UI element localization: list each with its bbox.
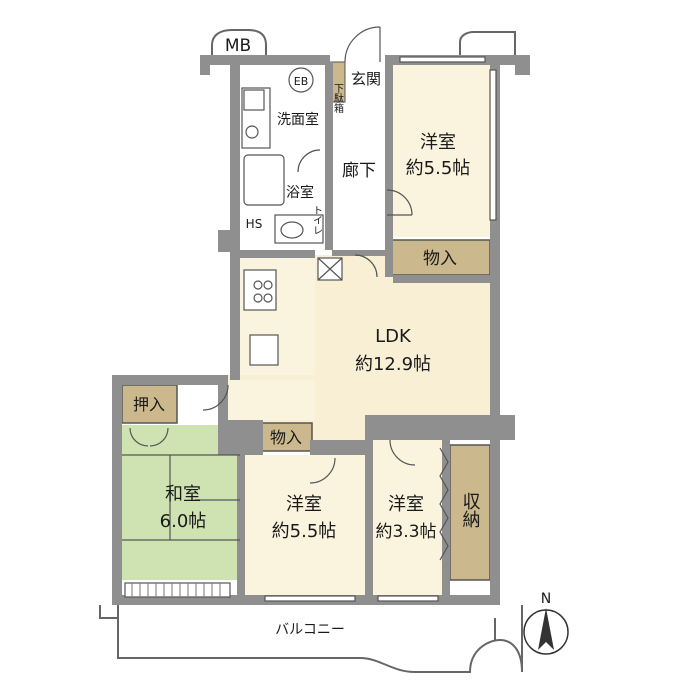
label-genkan: 玄関 [351, 70, 381, 88]
bathtub [243, 154, 285, 206]
label-yokushitsu: 浴室 [286, 184, 314, 201]
room-youshitsu-s-floor [245, 455, 365, 595]
label-rouka: 廊下 [342, 161, 376, 181]
fixtures [241, 67, 343, 366]
label-oshiire: 押入 [133, 395, 165, 414]
tatami-lines [122, 454, 240, 541]
label-getabako: 下駄箱 [332, 83, 344, 114]
toilet-bowl-icon [280, 221, 304, 239]
north-arrow [523, 608, 569, 655]
mb-box [211, 29, 267, 57]
label-monoire-ne: 物入 [423, 249, 457, 269]
closet-folding-door [439, 447, 449, 561]
monoire-mid [259, 422, 313, 452]
entrance-door-swing [344, 26, 381, 63]
label-youshitsu-ne-size: 約5.5帖 [406, 158, 471, 179]
washer-icon [243, 89, 265, 111]
kitchen-sink [249, 334, 279, 366]
label-ldk-size: 約12.9帖 [355, 354, 431, 375]
label-youshitsu-se-name: 洋室 [388, 494, 424, 515]
label-youshitsu-s-size: 約5.5帖 [272, 521, 337, 542]
top-right-ledge [459, 31, 516, 57]
label-north: N [541, 591, 551, 607]
stove [243, 269, 277, 311]
eb-circle [288, 67, 314, 93]
label-youshitsu-s-name: 洋室 [286, 494, 322, 515]
label-ldk-name: LDK [375, 326, 412, 347]
label-washitsu-name: 和室 [165, 484, 201, 505]
label-shuunou: 収納 [460, 492, 481, 528]
label-monoire-mid: 物入 [270, 428, 302, 447]
label-eb: EB [294, 75, 309, 88]
doors [129, 26, 416, 484]
window-hatching [131, 583, 221, 597]
room-youshitsu-se-floor [370, 440, 442, 595]
label-mb: MB [225, 36, 251, 56]
shuunou [449, 444, 491, 581]
room-youshitsu-ne-floor [390, 62, 490, 237]
label-washitsu-size: 6.0帖 [160, 511, 207, 532]
label-hs: HS [246, 217, 263, 231]
label-youshitsu-ne-name: 洋室 [420, 132, 456, 153]
label-balcony: バルコニー [275, 622, 345, 638]
label-senmen: 洗面室 [277, 111, 319, 128]
sink-icon [245, 125, 259, 139]
label-youshitsu-se-size: 約3.3帖 [375, 522, 436, 542]
storage-fills [121, 61, 491, 581]
balcony [99, 605, 523, 673]
label-toilet: トイレ [311, 205, 323, 235]
